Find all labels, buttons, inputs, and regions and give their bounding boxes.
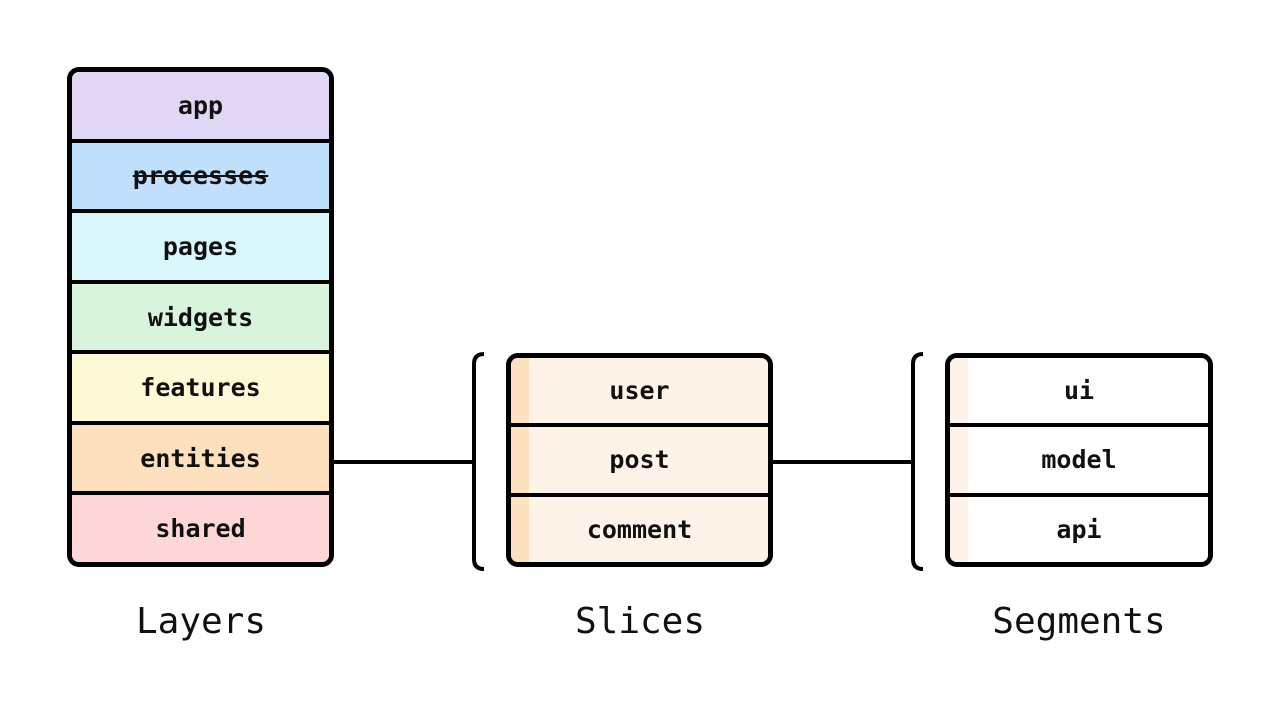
layer-pages-label: pages	[162, 231, 239, 261]
slice-post-label: post	[609, 445, 670, 475]
segments-bracket	[911, 352, 924, 571]
slice-user: user	[511, 358, 768, 424]
layer-widgets-label: widgets	[147, 302, 254, 332]
slice-comment-label: comment	[586, 514, 693, 544]
layer-processes-label: processes	[132, 161, 269, 191]
segments-caption: Segments	[992, 601, 1166, 642]
segment-api-label: api	[1056, 514, 1102, 544]
layer-entities-label: entities	[140, 443, 261, 473]
slices-caption: Slices	[574, 601, 706, 642]
segments-stack: ui model api	[945, 353, 1213, 567]
layer-pages: pages	[72, 209, 329, 280]
layer-features: features	[72, 350, 329, 421]
segment-model: model	[950, 423, 1208, 493]
layer-app: app	[72, 72, 329, 139]
layer-processes: processes	[72, 138, 329, 210]
segment-model-label: model	[1041, 445, 1117, 475]
slice-comment: comment	[511, 492, 768, 562]
layer-app-label: app	[177, 90, 224, 120]
segment-api: api	[950, 492, 1208, 562]
slice-user-label: user	[609, 376, 670, 406]
layer-shared: shared	[72, 491, 329, 562]
layers-caption: Layers	[135, 601, 267, 642]
slices-stack: user post comment	[506, 353, 773, 567]
segment-ui-label: ui	[1063, 376, 1095, 406]
layers-stack: app processes pages widgets features ent…	[67, 67, 334, 567]
segment-ui: ui	[950, 358, 1208, 424]
layer-widgets: widgets	[72, 279, 329, 351]
slice-post: post	[511, 423, 768, 493]
layer-features-label: features	[140, 373, 261, 403]
slices-bracket	[472, 352, 485, 571]
layer-shared-label: shared	[155, 514, 246, 544]
layer-entities: entities	[72, 420, 329, 492]
